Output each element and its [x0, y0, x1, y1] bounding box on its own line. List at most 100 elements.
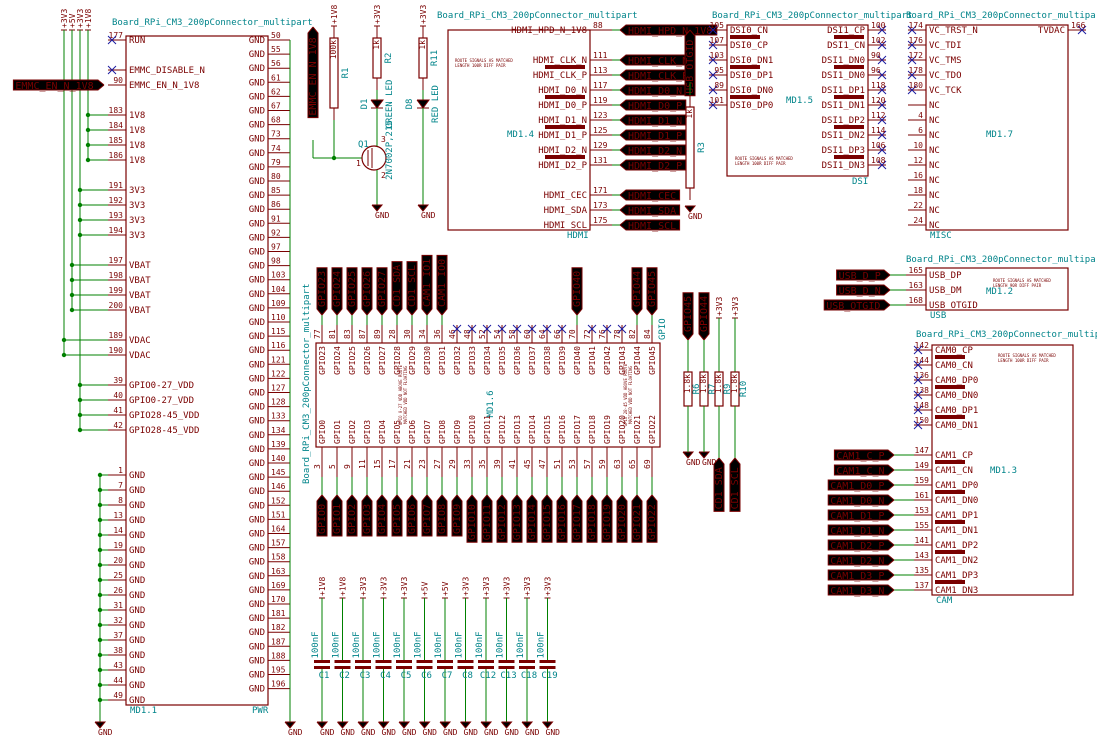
capacitor-plate [416, 666, 433, 669]
junction-dot [97, 682, 103, 688]
pwr-pin-name: 3V3 [129, 216, 145, 226]
cam-pin-name: CAM0_DP1 [935, 406, 978, 416]
mosfet-value: 2N7002P,215 [385, 120, 395, 180]
usb-note: ROUTE SIGNALS AS MATCHED [993, 278, 1051, 283]
net-label-flag [631, 267, 643, 316]
pwr-pin-name: GPIO0-27_VDD [129, 381, 194, 391]
gpio-pin-name: GPIO24 [333, 346, 342, 375]
capacitor-value: 100nF [434, 631, 444, 658]
gpio-pin-number: 57 [583, 459, 592, 469]
net-label: GPIO13 [512, 504, 523, 540]
gpio-pin-number: 47 [538, 459, 547, 469]
net-label: HDMI_CLK_N [628, 56, 688, 67]
diff-pair-marker [545, 95, 585, 99]
cam-pin-name: CAM1_CP [935, 451, 974, 461]
net-label-flag [436, 494, 448, 537]
net-label-flag [729, 457, 741, 512]
pwr-pin-number: 31 [113, 601, 123, 610]
pwr-pin-name: GND [249, 389, 265, 399]
cam-pin-number: 149 [915, 461, 930, 470]
no-connect-mark [708, 100, 718, 110]
capacitor-plate [539, 660, 556, 663]
pwr-pin-number: 91 [271, 214, 281, 223]
dsi-pin-number: 102 [871, 36, 886, 45]
junction-dot [77, 382, 83, 388]
ground-label: GND [288, 728, 303, 737]
cam-pin-name: CAM1_CN [935, 466, 973, 476]
hdmi-pin-name: HDMI_D0_N [538, 86, 587, 96]
pwr-pin-number: 50 [271, 31, 281, 40]
pwr-pin-number: 187 [271, 637, 286, 646]
pwr-pin-number: 68 [271, 116, 281, 125]
gpio-pin-name: GPIO8 [438, 420, 447, 444]
no-connect-mark [913, 420, 923, 430]
ground-label: GND [361, 728, 376, 737]
pwr-pin-number: 74 [271, 144, 281, 153]
pwr-pin-number: 177 [109, 31, 124, 40]
pwr-pin-number: 73 [271, 130, 281, 139]
pwr-pin-number: 55 [271, 45, 281, 54]
no-connect-mark [913, 360, 923, 370]
net-label: HDMI_CEC [628, 191, 676, 202]
pwr-pin-number: 197 [109, 256, 124, 265]
pwr-pin-number: 169 [271, 581, 286, 590]
ground-symbol [419, 721, 431, 729]
net-label: CAM1_D0_N [830, 496, 884, 507]
junction-dot [85, 127, 91, 133]
led-ref: D1 [360, 99, 370, 110]
net-label: CAM1_D1_N [830, 526, 884, 537]
pwr-pin-number: 90 [113, 76, 123, 85]
no-connect-mark [467, 324, 477, 334]
cam-title: Board_RPi_CM3_200pConnector_multipart [916, 330, 1097, 340]
cam-pin-name: CAM1_DP0 [935, 481, 978, 491]
net-label: GPIO0 [317, 504, 328, 534]
hdmi-pin-name: HDMI_SDA [544, 206, 588, 216]
net-label: GPIO1 [332, 504, 343, 534]
pwr-pin-name: GND [129, 681, 145, 691]
pwr-pin-number: 192 [109, 196, 124, 205]
junction-dot [97, 472, 103, 478]
pwr-pin-name: 3V3 [129, 201, 145, 211]
pwr-pin-name: GND [249, 177, 265, 187]
net-label: GPIO23 [317, 271, 328, 307]
net-label-flag [833, 449, 895, 461]
net-label-flag [682, 292, 694, 341]
power-rail-label: +1V8 [330, 5, 339, 24]
cam-pin-number: 142 [915, 341, 930, 350]
net-label: USB_D_P [839, 271, 881, 282]
pwr-pin-name: GND [249, 487, 265, 497]
net-label-flag [541, 494, 553, 543]
misc-pin-number: 172 [909, 51, 924, 60]
ground-symbol [480, 721, 493, 729]
net-label: CAM1_D3_P [830, 571, 884, 582]
capacitor-plate [396, 660, 412, 663]
usb-title: Board_RPi_CM3_200pConnector_multipart [906, 255, 1097, 265]
pwr-pin-name: VBAT [129, 261, 151, 271]
power-rail-label: +3V3 [373, 5, 382, 24]
pwr-pin-name: GND [249, 360, 265, 370]
pwr-pin-name: GND [249, 586, 265, 596]
gpio-pin-name: GPIO9 [453, 420, 462, 444]
junction-dot [97, 697, 103, 703]
ground-symbol [378, 721, 390, 729]
pwr-pin-name: GND [129, 471, 145, 481]
net-label-flag [619, 204, 681, 216]
no-connect-mark [617, 324, 627, 334]
capacitor-ref: C13 [500, 671, 516, 681]
pwr-pin-number: 85 [271, 186, 281, 195]
pwr-pin-name: GND [249, 544, 265, 554]
pwr-pin-name: VDAC [129, 351, 151, 361]
pwr-pin-name: GND [249, 304, 265, 314]
gpio-pin-number: 21 [403, 459, 412, 469]
ground-label: GND [546, 728, 561, 737]
net-label: HDMI_CLK_P [628, 71, 688, 82]
gpio-pin-number: 48 [463, 329, 472, 339]
cam-pin-name: CAM0_DN1 [935, 421, 978, 431]
diff-pair-marker [935, 415, 965, 419]
pwr-pin-name: GND [249, 135, 265, 145]
net-label: GPIO25 [347, 271, 358, 307]
ground-label: GND [421, 211, 436, 220]
net-label-flag [698, 292, 710, 341]
gpio-pin-name: GPIO38 [543, 346, 552, 375]
pwr-pin-name: GND [129, 621, 145, 631]
